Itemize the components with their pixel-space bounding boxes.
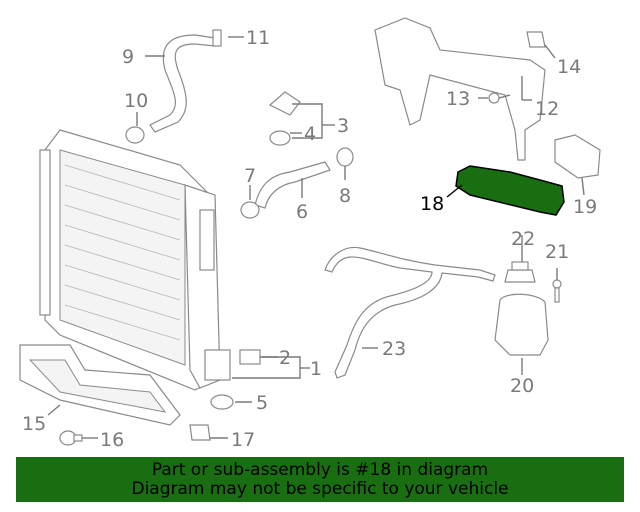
clamp-7 <box>240 201 260 219</box>
leader-lines <box>47 36 585 439</box>
label-1: 1 <box>310 358 322 380</box>
label-18: 18 <box>420 193 444 215</box>
label-17: 17 <box>231 429 255 451</box>
bracket-3 <box>268 91 301 116</box>
push-pin-16 <box>59 430 83 446</box>
label-11: 11 <box>246 27 270 49</box>
label-13: 13 <box>446 88 470 110</box>
clip-14 <box>526 31 546 48</box>
grommet-4 <box>269 130 291 146</box>
clamp-8 <box>336 147 354 167</box>
hose-clamp <box>212 29 222 47</box>
label-9: 9 <box>122 46 134 68</box>
label-6: 6 <box>296 201 308 223</box>
air-deflector <box>19 344 181 426</box>
label-7: 7 <box>244 165 256 187</box>
grommet-5 <box>210 394 234 410</box>
part-18-highlighted[interactable] <box>455 165 565 216</box>
hose-23 <box>324 246 496 379</box>
bolt-21 <box>552 279 562 303</box>
label-4: 4 <box>304 123 316 145</box>
upper-hose <box>149 34 216 133</box>
reservoir-20 <box>494 293 549 356</box>
label-23: 23 <box>382 338 406 360</box>
label-14: 14 <box>557 56 581 78</box>
label-5: 5 <box>256 392 268 414</box>
support-12 <box>374 17 546 161</box>
label-8: 8 <box>339 185 351 207</box>
label-2: 2 <box>279 347 291 369</box>
label-12: 12 <box>535 98 559 120</box>
clip-17 <box>189 424 211 441</box>
banner-line-2: Diagram may not be specific to your vehi… <box>131 479 509 499</box>
clamp-10 <box>125 126 145 144</box>
bracket-19 <box>554 134 601 179</box>
label-16: 16 <box>100 429 124 451</box>
cap-22 <box>504 261 536 283</box>
bolt-13 <box>488 92 511 104</box>
label-15: 15 <box>22 413 46 435</box>
hose-6 <box>254 161 331 209</box>
label-19: 19 <box>573 196 597 218</box>
label-10: 10 <box>124 90 148 112</box>
info-banner: Part or sub-assembly is #18 in diagram D… <box>16 457 624 502</box>
label-3: 3 <box>337 115 349 137</box>
connector-2 <box>239 349 261 365</box>
label-21: 21 <box>545 241 569 263</box>
radiator <box>39 129 231 391</box>
label-20: 20 <box>510 375 534 397</box>
parts-diagram: 9 11 10 3 4 7 6 8 14 13 12 18 19 22 21 2… <box>19 17 601 451</box>
banner-line-1: Part or sub-assembly is #18 in diagram <box>151 460 489 480</box>
label-22: 22 <box>511 228 535 250</box>
